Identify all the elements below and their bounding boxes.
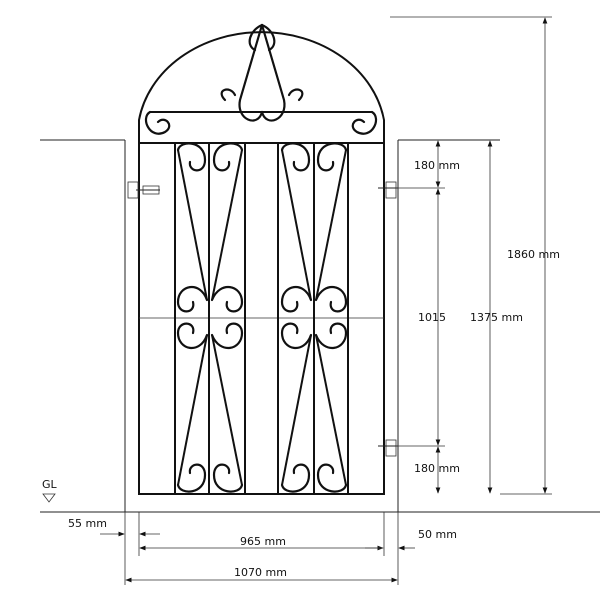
dim-opening-width: 1070 mm: [234, 566, 287, 579]
ground-level-marker: GL: [42, 478, 58, 503]
hinge-top: [378, 181, 398, 199]
gate-frame: [138, 142, 385, 495]
ground-level-label: GL: [42, 478, 58, 491]
scroll-panel-left: [176, 142, 244, 493]
dim-middle-span: 1015: [418, 311, 446, 324]
latch: [127, 181, 160, 199]
horizontal-dimensions: [100, 512, 415, 585]
dim-right-gap: 50 mm: [418, 528, 457, 541]
dim-frame-height: 1375 mm: [470, 311, 523, 324]
dim-gate-width: 965 mm: [240, 535, 286, 548]
opening-outline: [40, 139, 600, 513]
dim-total-height: 1860 mm: [507, 248, 560, 261]
dim-top-offset: 180 mm: [414, 159, 460, 172]
arch-top: [138, 23, 385, 143]
dim-bottom-offset: 180 mm: [414, 462, 460, 475]
scroll-panel-right: [280, 142, 348, 493]
hinge-bottom: [378, 439, 398, 457]
dim-left-gap: 55 mm: [68, 517, 107, 530]
ground-level-triangle-icon: [42, 493, 56, 503]
vertical-dimensions: [390, 16, 552, 495]
